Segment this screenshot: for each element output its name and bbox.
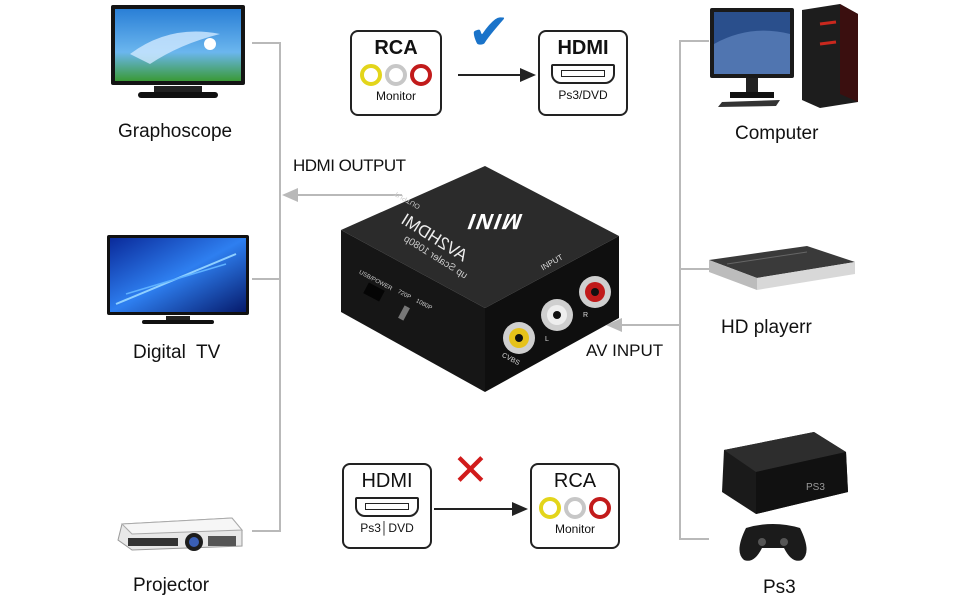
left-connector-middle [252, 278, 281, 280]
av2hdmi-converter: MINI AV2HDMI up Scaler 1080p OUTPUT INPU… [335, 160, 625, 400]
cross-icon: ✕ [452, 446, 489, 495]
right-connector-top [679, 40, 709, 42]
svg-text:PS3: PS3 [806, 482, 825, 493]
converter-body [341, 166, 619, 392]
rca-jack-red [579, 276, 611, 308]
tv-icon [111, 5, 245, 98]
left-connector-top [252, 42, 281, 44]
unsupported-arrow-line [434, 508, 514, 510]
right-connector-vertical [679, 40, 681, 540]
yellow-jack-icon [539, 497, 561, 519]
gamepad-icon [739, 524, 807, 561]
computer-label: Computer [735, 123, 819, 144]
converter-brand: MINI [462, 209, 526, 234]
hdmi-port-icon [551, 64, 615, 84]
port-l: L [545, 336, 549, 343]
hdmi-subtitle: Ps3│DVD [360, 521, 414, 535]
hdmi-title: HDMI [557, 37, 609, 59]
rca-monitor-card-bottom: RCA Monitor [530, 463, 620, 549]
rca-jacks [532, 497, 618, 519]
ps3-label: Ps3 [763, 577, 796, 598]
ps3-console-icon: PS3 [722, 432, 848, 514]
hd-player-label: HD playerr [721, 317, 812, 338]
tv-icon [107, 235, 249, 324]
left-connector-bottom [252, 530, 281, 532]
hdmi-ps3-dvd-card-bottom: HDMI Ps3│DVD [342, 463, 432, 549]
yellow-jack-icon [360, 64, 382, 86]
hdmi-ps3-dvd-card-top: HDMI Ps3/DVD [538, 30, 628, 116]
rca-subtitle: Monitor [554, 522, 595, 536]
hdmi-title: HDMI [361, 470, 413, 492]
av-input-label: AV INPUT [586, 341, 664, 360]
hdmi-output-label: HDMI OUTPUT [293, 156, 406, 175]
left-connector-vertical [279, 42, 281, 532]
hdmi-port-icon [355, 497, 419, 517]
rca-jack-white [541, 299, 573, 331]
right-connector-bottom [679, 538, 709, 540]
white-jack-icon [385, 64, 407, 86]
rca-title: RCA [374, 37, 418, 59]
supported-arrow-line [458, 74, 522, 76]
graphoscope-label: Graphoscope [118, 121, 233, 142]
computer-icon [710, 4, 858, 108]
digital-tv-label: Digital TV [133, 342, 221, 363]
unsupported-arrow-head [512, 502, 528, 516]
av-input-line [622, 324, 680, 326]
white-jack-icon [564, 497, 586, 519]
hdmi-subtitle: Ps3/DVD [558, 88, 608, 102]
port-r: R [583, 312, 589, 319]
projector-label: Projector [133, 575, 210, 596]
red-jack-icon [410, 64, 432, 86]
rca-monitor-card-top: RCA Monitor [350, 30, 442, 116]
hdmi-output-line [298, 194, 402, 196]
hd-player-icon [709, 246, 855, 290]
rca-jacks [352, 64, 440, 86]
check-icon: ✔ [468, 4, 510, 60]
supported-arrow-head [520, 68, 536, 82]
hdmi-output-arrowhead [282, 188, 298, 202]
rca-subtitle: Monitor [375, 89, 416, 103]
rca-jack-yellow [503, 322, 535, 354]
projector-icon [117, 517, 244, 551]
rca-title: RCA [553, 470, 597, 492]
red-jack-icon [589, 497, 611, 519]
right-connector-middle [679, 268, 709, 270]
